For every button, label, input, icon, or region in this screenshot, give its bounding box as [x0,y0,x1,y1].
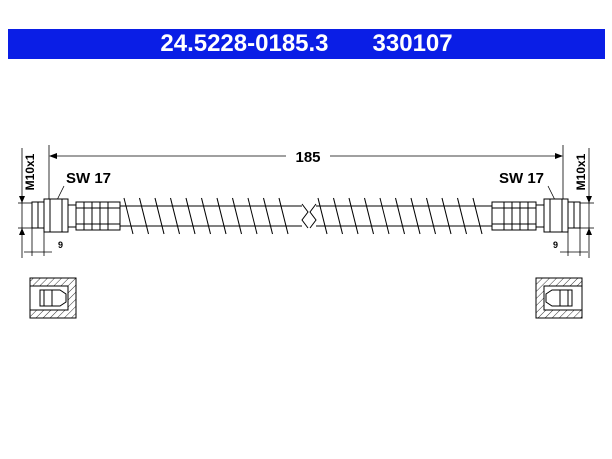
right-thread-section [535,277,583,319]
right-thread-label: M10x1 [574,153,588,190]
left-fitting [31,198,121,233]
wrench-leaders [56,185,556,201]
thread-dimension-lines [18,148,594,258]
hose-body [120,203,492,229]
right-wrench-label: SW 17 [499,170,544,187]
left-thread-section [29,277,77,319]
spring-coils [123,197,483,235]
left-offset-label: 9 [58,240,63,250]
header-bar: 24.5228-0185.3 330107 [8,29,605,59]
length-dimension [48,145,564,200]
length-label: 185 [295,149,320,166]
part-number: 24.5228-0185.3 [160,30,329,57]
reference-number: 330107 [372,30,453,57]
right-fitting [491,198,581,233]
right-offset-label: 9 [553,240,558,250]
left-wrench-label: SW 17 [66,170,111,187]
left-thread-label: M10x1 [23,153,37,190]
offset-dimensions [24,228,588,256]
